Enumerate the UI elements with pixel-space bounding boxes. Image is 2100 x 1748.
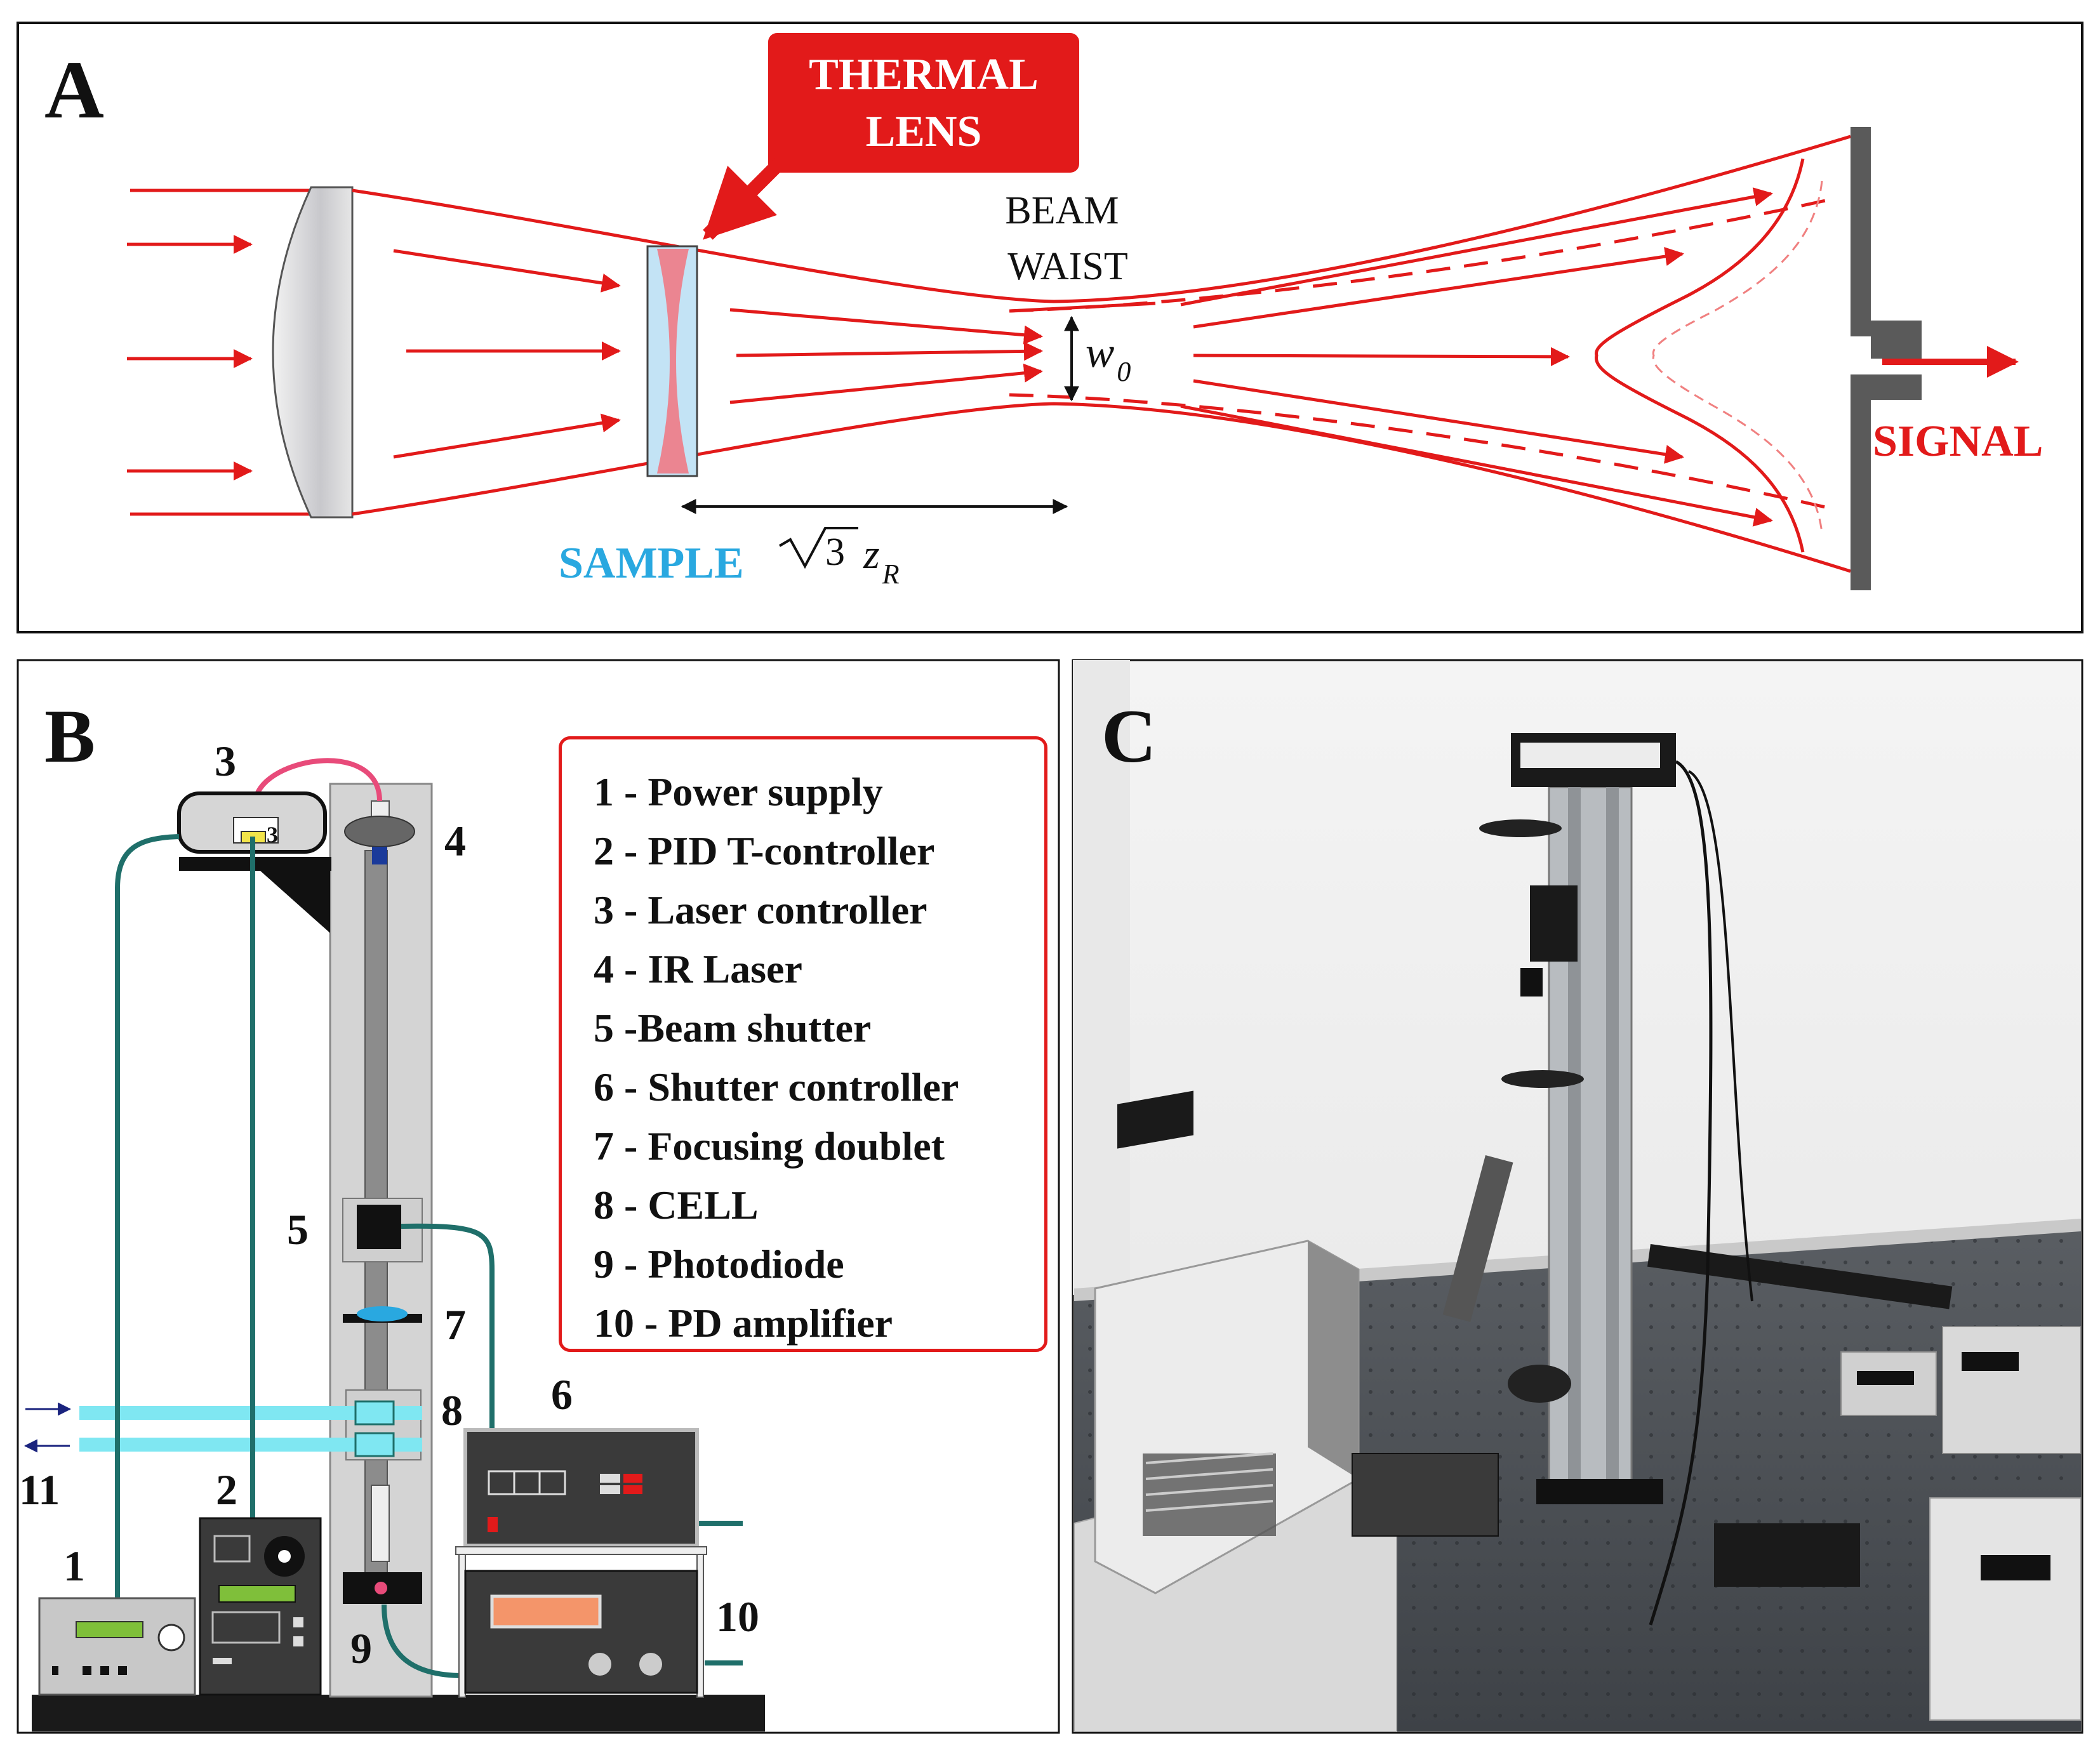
incoming-rays	[127, 189, 311, 516]
thermal-lens-callout: THERMAL LENS	[703, 33, 1079, 240]
wall-corner	[1073, 660, 1130, 1295]
diverging-rays	[1180, 187, 1773, 527]
chiller-unit	[1094, 1090, 1360, 1594]
focusing-doublet	[343, 1306, 422, 1323]
waist-symbol: w0	[1086, 328, 1131, 387]
label-7: 7	[444, 1301, 466, 1349]
label-11: 11	[19, 1466, 60, 1514]
thermal-lens-arrow	[703, 154, 789, 240]
legend-item: 1 - Power supply	[594, 769, 883, 814]
converging-rays	[393, 249, 1043, 459]
panel-c-label: C	[1101, 694, 1157, 778]
beam-envelope	[352, 135, 1851, 573]
label-10: 10	[716, 1592, 759, 1641]
sample-cell	[646, 245, 698, 477]
cell	[23, 1389, 422, 1460]
label-6: 6	[551, 1370, 573, 1419]
beam-waist-label-1: BEAM	[1005, 189, 1119, 232]
legend-item: 6 - Shutter controller	[594, 1064, 959, 1109]
laser-tower	[1442, 733, 1753, 1626]
label-8: 8	[441, 1386, 463, 1434]
power-supply	[38, 1597, 196, 1696]
instruments	[1352, 1244, 2082, 1721]
sqrt-sign	[778, 527, 858, 569]
pd-amplifier	[464, 1570, 698, 1694]
legend-box: 1 - Power supply 2 - PID T-controller 3 …	[559, 736, 1047, 1352]
label-1: 1	[63, 1542, 85, 1590]
component-numbers: 1 2 3 3 4 5 6 7 8 9 10 11	[19, 737, 759, 1672]
label-3: 3	[215, 737, 236, 785]
beam-shutter	[342, 1198, 423, 1262]
legend-item: 10 - PD amplifier	[594, 1301, 893, 1346]
ir-laser	[344, 800, 415, 864]
panel-b: B	[17, 659, 1060, 1734]
legend-item: 3 - Laser controller	[594, 887, 927, 932]
gaussian-profile	[1594, 158, 1805, 553]
distance-symbol: zR	[863, 531, 900, 590]
beam-waist-label-2: WAIST	[1007, 245, 1127, 288]
label-4: 4	[444, 817, 466, 865]
label-2: 2	[216, 1466, 237, 1514]
label-3-small: 3	[267, 822, 278, 847]
legend-item: 9 - Photodiode	[594, 1241, 844, 1287]
panel-b-label: B	[44, 694, 95, 778]
signal-label: SIGNAL	[1873, 417, 2043, 466]
legend-item: 8 - CELL	[594, 1182, 759, 1228]
legend-item: 7 - Focusing doublet	[594, 1123, 945, 1169]
focusing-lens	[272, 186, 354, 519]
panel-c: C	[1072, 659, 2083, 1734]
label-9: 9	[350, 1624, 372, 1672]
sample-label: SAMPLE	[559, 539, 744, 588]
photodiode	[343, 1485, 422, 1604]
legend-item: 2 - PID T-controller	[594, 828, 935, 873]
gaussian-profile-dashed	[1652, 180, 1823, 534]
thermal-lens-label-2: LENS	[866, 107, 982, 156]
label-5: 5	[287, 1205, 309, 1254]
cables	[115, 834, 743, 1678]
legend-item: 4 - IR Laser	[594, 946, 802, 991]
panel-a-label: A	[44, 44, 104, 136]
panel-a: A	[17, 22, 2083, 633]
thermal-lens-label-1: THERMAL	[809, 50, 1039, 99]
pid-controller	[199, 1517, 322, 1696]
distance-root: 3	[825, 531, 845, 574]
detector-pinhole	[1851, 127, 2019, 590]
base-plate	[32, 1695, 765, 1731]
legend-item: 5 -Beam shutter	[594, 1005, 872, 1050]
laser-controller	[177, 758, 382, 933]
